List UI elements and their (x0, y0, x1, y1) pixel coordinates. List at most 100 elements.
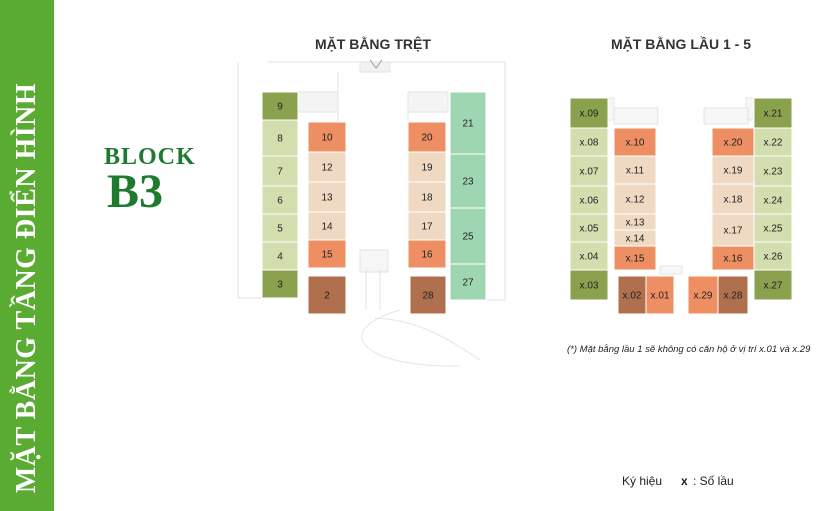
ground-unit-label: 27 (462, 278, 474, 289)
ground-unit-label: 18 (421, 193, 433, 204)
ground-unit-label: 7 (277, 167, 283, 178)
upper-unit-block (711, 127, 755, 157)
legend-label: Ký hiệu (622, 474, 663, 488)
upper-unit-block (753, 213, 793, 243)
upper-unit-label: x.01 (651, 291, 670, 302)
legend-symbol: x (681, 474, 688, 488)
ground-unit-label: 2 (324, 291, 330, 302)
upper-unit-label: x.20 (724, 138, 743, 149)
upper-unit-label: x.05 (580, 224, 599, 235)
ground-unit-block (307, 181, 347, 213)
upper-unit-block (753, 97, 793, 129)
ground-unit-block (261, 269, 299, 299)
upper-unit-label: x.02 (623, 291, 642, 302)
block-name: B3 (107, 165, 164, 218)
upper-unit-label: x.10 (626, 138, 645, 149)
ground-unit-label: 4 (277, 252, 283, 263)
ground-unit-label: 21 (462, 119, 474, 130)
ground-unit-block (307, 151, 347, 183)
upper-unit-block (717, 275, 749, 315)
ground-unit-block (449, 263, 487, 301)
ground-unit-block (409, 275, 447, 315)
ground-unit-block (449, 91, 487, 155)
ground-unit-label: 3 (277, 280, 283, 291)
ground-unit-block (407, 239, 447, 269)
ground-unit-block (261, 119, 299, 157)
upper-unit-label: x.15 (626, 254, 645, 265)
upper-unit-label: x.18 (724, 195, 743, 206)
upper-unit-label: x.09 (580, 109, 599, 120)
legend-description: : Số lầu (693, 474, 734, 488)
ground-unit-label: 17 (421, 222, 433, 233)
upper-unit-label: x.03 (580, 281, 599, 292)
upper-unit-block (711, 245, 755, 271)
ground-unit-block (261, 241, 299, 271)
upper-unit-label: x.27 (764, 281, 783, 292)
upper-unit-label: x.29 (694, 291, 713, 302)
upper-unit-label: x.06 (580, 196, 599, 207)
ground-unit-label: 10 (321, 133, 333, 144)
ground-unit-label: 8 (277, 134, 283, 145)
ground-unit-block (261, 155, 299, 187)
upper-unit-label: x.26 (764, 252, 783, 263)
upper-unit-label: x.19 (724, 166, 743, 177)
ground-unit-label: 5 (277, 224, 283, 235)
ground-unit-label: 23 (462, 177, 474, 188)
upper-unit-block (569, 155, 609, 187)
sidebar-band: MẶT BẰNG TẦNG ĐIỂN HÌNH (0, 0, 54, 511)
upper-unit-block (711, 155, 755, 185)
upper-unit-block (753, 155, 793, 187)
upper-unit-label: x.14 (626, 234, 645, 245)
ground-unit-label: 25 (462, 232, 474, 243)
upper-unit-block (711, 183, 755, 215)
ground-unit-label: 19 (421, 163, 433, 174)
ground-unit-block (261, 213, 299, 243)
ground-unit-label: 28 (422, 291, 434, 302)
upper-floors-title: MẶT BẰNG LẦU 1 - 5 (611, 36, 751, 52)
ground-unit-block (407, 181, 447, 213)
ground-unit-block (307, 275, 347, 315)
ground-unit-block (307, 211, 347, 241)
upper-unit-label: x.16 (724, 254, 743, 265)
ground-unit-label: 12 (321, 163, 333, 174)
upper-unit-label: x.12 (626, 195, 645, 206)
block-label: BLOCK (104, 144, 196, 170)
upper-unit-block (613, 155, 657, 185)
ground-floor-title: MẶT BẰNG TRỆT (315, 36, 431, 52)
ground-unit-label: 16 (421, 250, 433, 261)
upper-unit-label: x.24 (764, 196, 783, 207)
upper-unit-label: x.25 (764, 224, 783, 235)
upper-unit-block (569, 213, 609, 243)
upper-unit-label: x.23 (764, 167, 783, 178)
upper-unit-block (753, 269, 793, 301)
ground-unit-label: 20 (421, 133, 433, 144)
ground-unit-block (449, 207, 487, 265)
upper-unit-block (645, 275, 675, 315)
upper-unit-label: x.13 (626, 218, 645, 229)
upper-unit-label: x.17 (724, 226, 743, 237)
upper-unit-block (753, 127, 793, 157)
upper-unit-label: x.04 (580, 252, 599, 263)
ground-unit-block (261, 91, 299, 121)
ground-unit-block (307, 121, 347, 153)
ground-unit-label: 6 (277, 196, 283, 207)
upper-unit-label: x.28 (724, 291, 743, 302)
upper-unit-block (711, 213, 755, 247)
ground-unit-block (307, 239, 347, 269)
upper-unit-block (613, 127, 657, 157)
ground-unit-label: 15 (321, 250, 333, 261)
ground-unit-block (407, 151, 447, 183)
upper-unit-label: x.08 (580, 138, 599, 149)
upper-unit-block (569, 269, 609, 301)
upper-unit-label: x.22 (764, 138, 783, 149)
upper-unit-block (613, 245, 657, 271)
upper-unit-block (613, 183, 657, 215)
ground-unit-label: 14 (321, 222, 333, 233)
ground-unit-label: 13 (321, 193, 333, 204)
upper-unit-block (569, 127, 609, 157)
ground-unit-label: 9 (277, 102, 283, 113)
footnote: (*) Mặt bằng lầu 1 sẽ không có căn hộ ở … (567, 344, 811, 355)
upper-unit-label: x.11 (626, 166, 645, 177)
upper-unit-label: x.21 (764, 109, 783, 120)
